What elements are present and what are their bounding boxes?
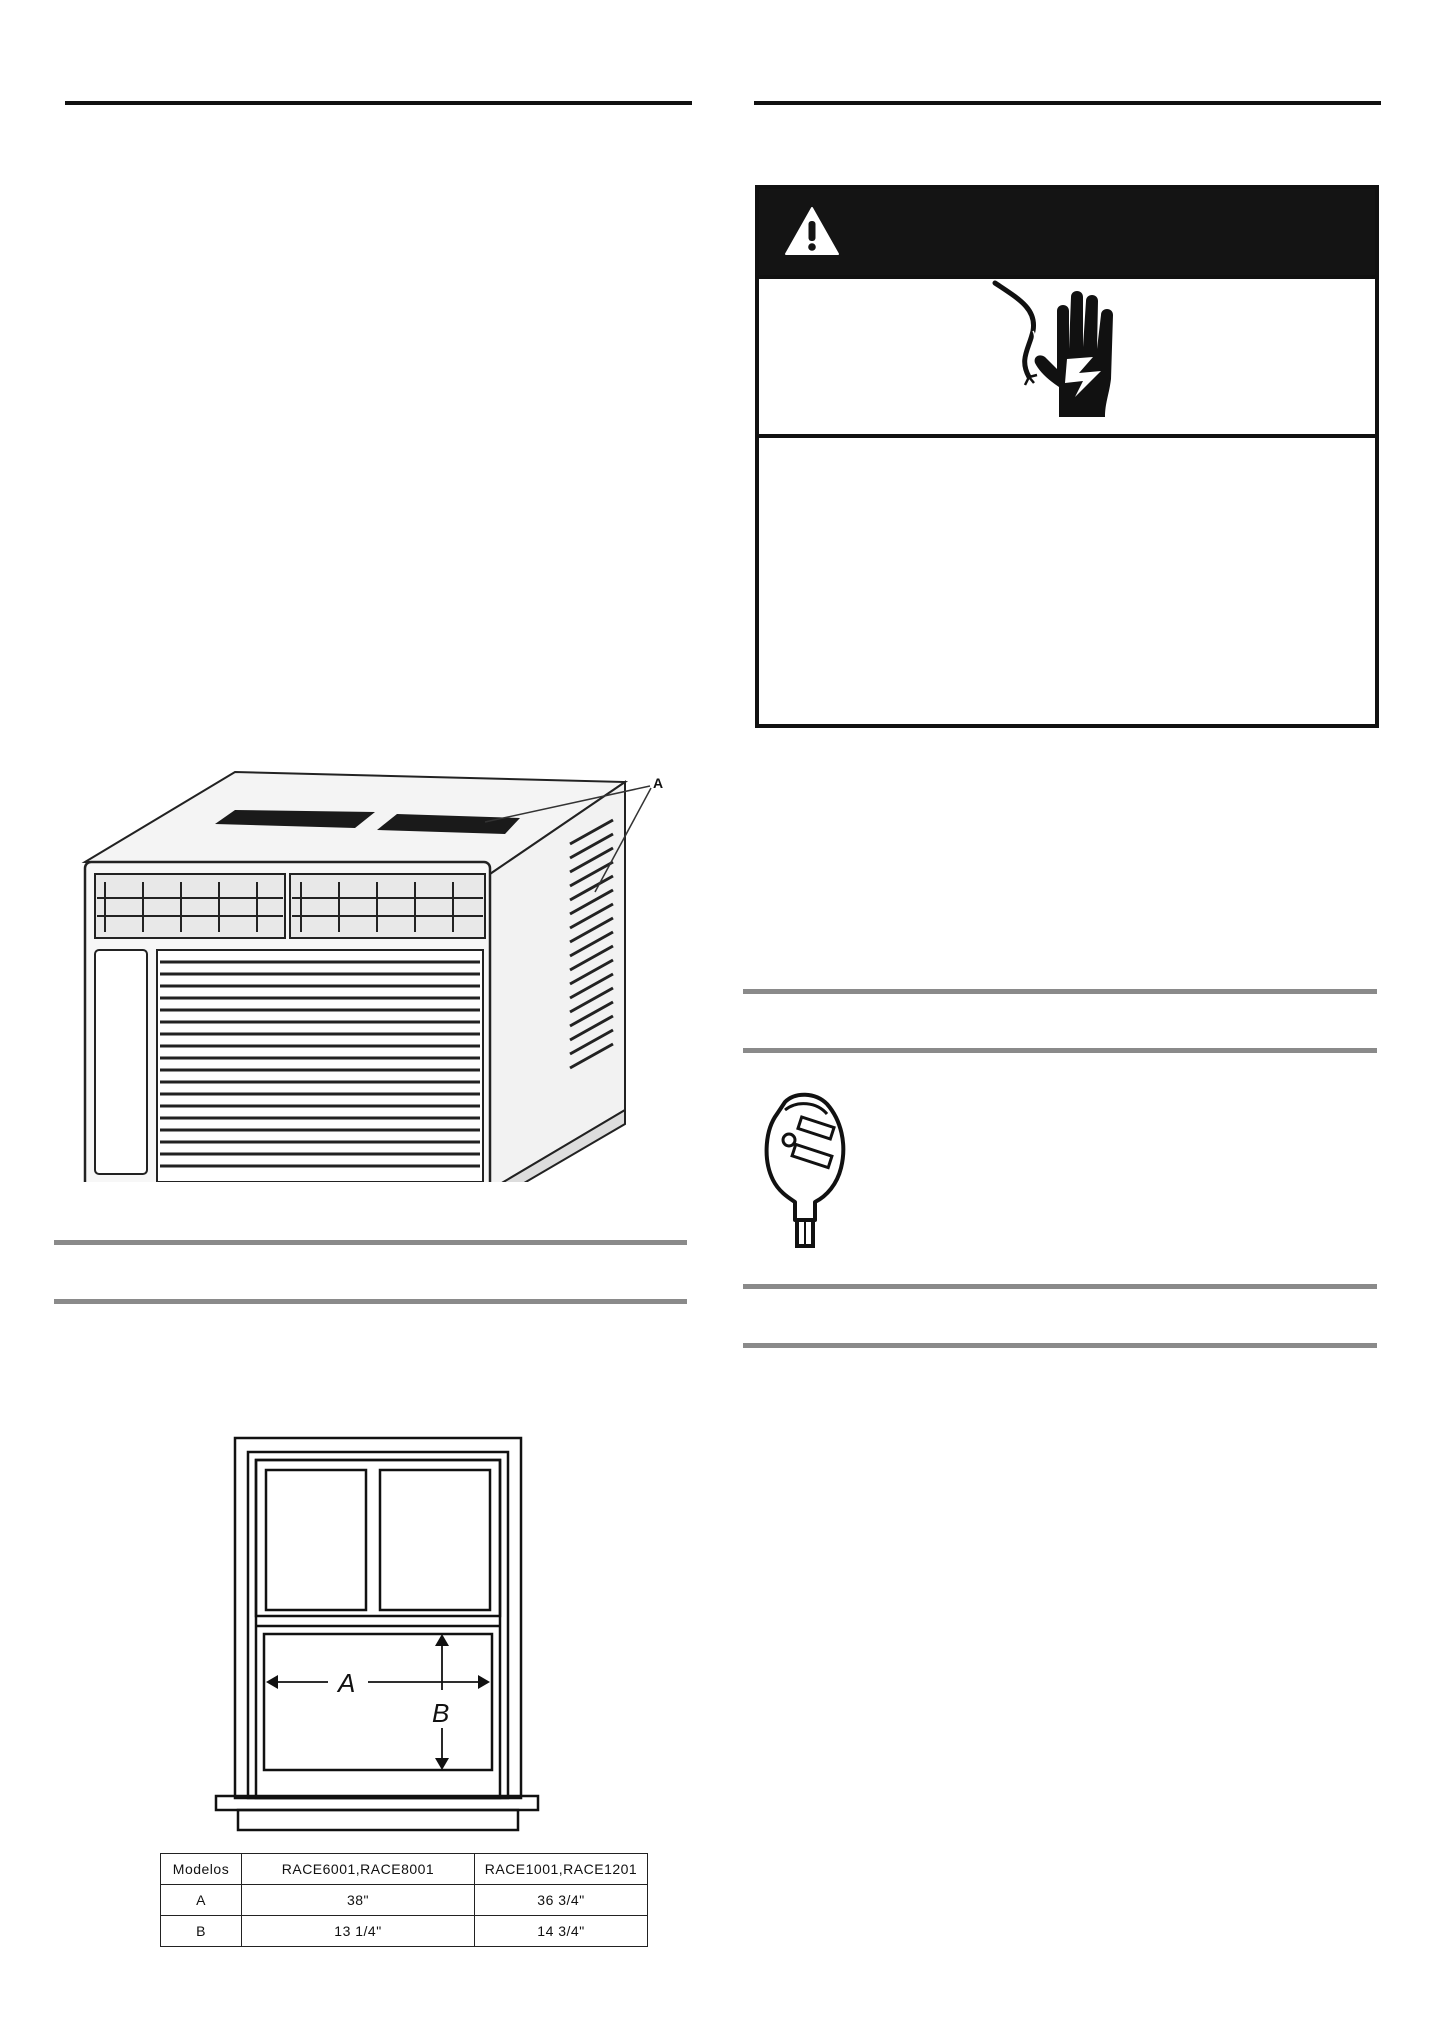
table-cell: A bbox=[160, 1884, 242, 1916]
left-column-top-rule bbox=[65, 101, 692, 105]
dimension-label-b: B bbox=[432, 1698, 449, 1728]
warning-box bbox=[755, 185, 1379, 728]
table-row: A 38" 36 3/4" bbox=[160, 1884, 648, 1916]
warning-triangle-icon bbox=[785, 207, 839, 255]
dimensions-table: Modelos RACE6001,RACE8001 RACE1001,RACE1… bbox=[160, 1853, 648, 1947]
left-section-rule-1 bbox=[54, 1240, 687, 1245]
electric-shock-hand-icon bbox=[992, 280, 1113, 417]
section-rule-1 bbox=[743, 989, 1377, 994]
table-header-row: Modelos RACE6001,RACE8001 RACE1001,RACE1… bbox=[160, 1853, 648, 1885]
table-cell: 38" bbox=[241, 1884, 475, 1916]
callout-label-a: A bbox=[653, 775, 663, 791]
table-cell: 13 1/4" bbox=[241, 1915, 475, 1947]
warning-header bbox=[759, 189, 1375, 275]
air-conditioner-illustration: A bbox=[81, 770, 663, 1182]
table-header-cell: Modelos bbox=[160, 1853, 242, 1885]
table-row: B 13 1/4" 14 3/4" bbox=[160, 1915, 648, 1947]
warning-divider-bottom bbox=[759, 434, 1375, 438]
left-section-rule-2 bbox=[54, 1299, 687, 1304]
window-opening-illustration: A B bbox=[214, 1436, 540, 1832]
grounded-plug-icon bbox=[764, 1092, 846, 1248]
table-header-cell: RACE6001,RACE8001 bbox=[241, 1853, 475, 1885]
table-cell: 36 3/4" bbox=[474, 1884, 648, 1916]
table-cell: B bbox=[160, 1915, 242, 1947]
section-rule-4 bbox=[743, 1343, 1377, 1348]
table-cell: 14 3/4" bbox=[474, 1915, 648, 1947]
section-rule-3 bbox=[743, 1284, 1377, 1289]
table-header-cell: RACE1001,RACE1201 bbox=[474, 1853, 648, 1885]
warning-divider-top bbox=[759, 275, 1375, 279]
right-column-top-rule bbox=[754, 101, 1381, 105]
dimension-label-a: A bbox=[336, 1668, 355, 1698]
section-rule-2 bbox=[743, 1048, 1377, 1053]
